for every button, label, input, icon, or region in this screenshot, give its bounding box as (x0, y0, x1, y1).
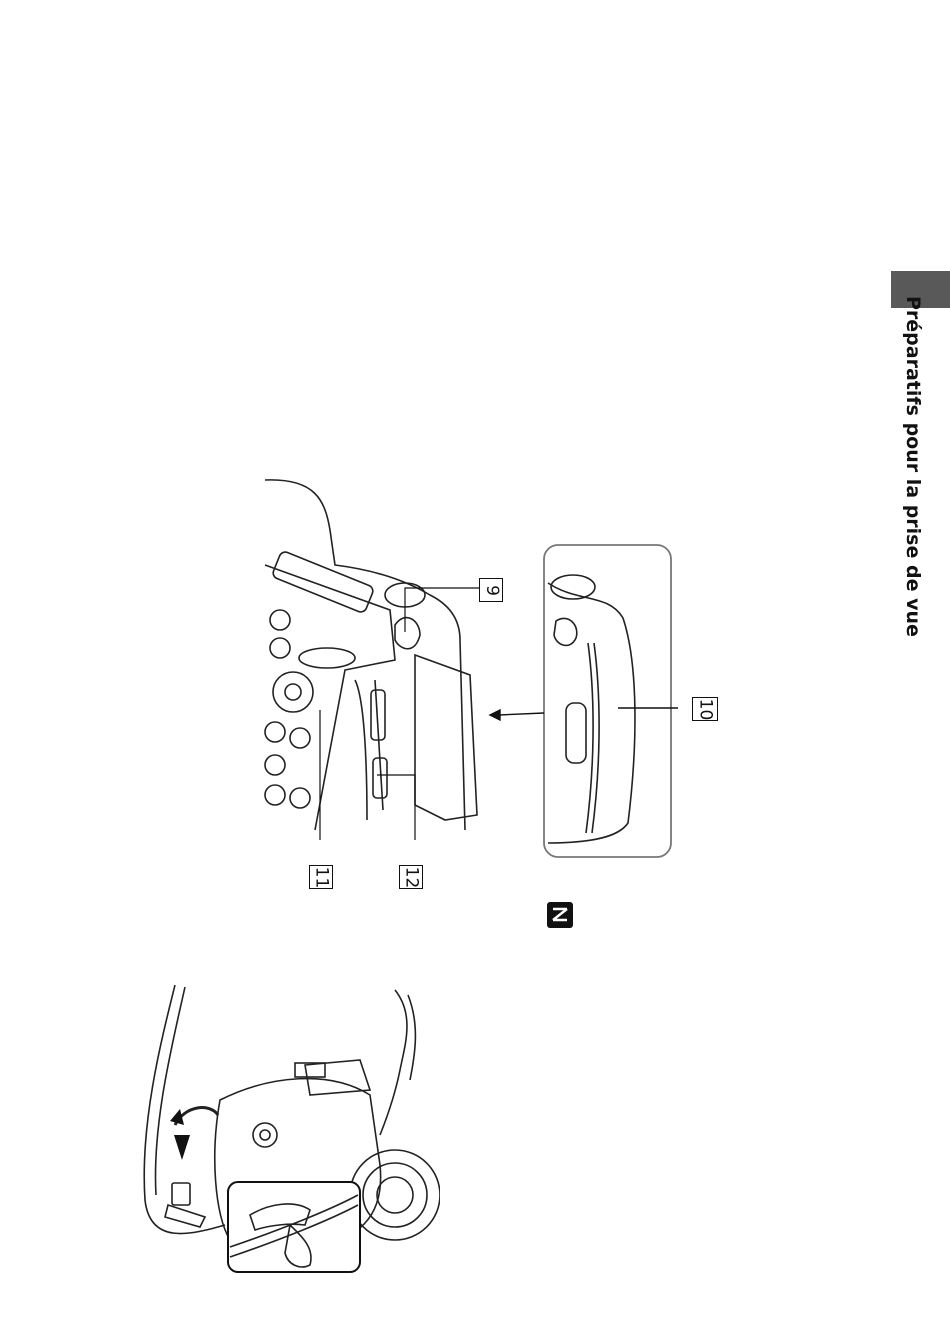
callout-12: 12 (399, 865, 423, 889)
callout-10: 10 (692, 697, 718, 721)
camera-side-detail-illustration (488, 543, 678, 861)
chapter-title-text: Préparatifs pour la prise de vue (902, 296, 924, 637)
strap-attachment-illustration (130, 985, 440, 1280)
chapter-title: Préparatifs pour la prise de vue (893, 296, 933, 656)
camera-rear-illustration (255, 470, 515, 840)
nfc-mark-icon (547, 902, 573, 928)
callout-11: 11 (309, 865, 333, 889)
